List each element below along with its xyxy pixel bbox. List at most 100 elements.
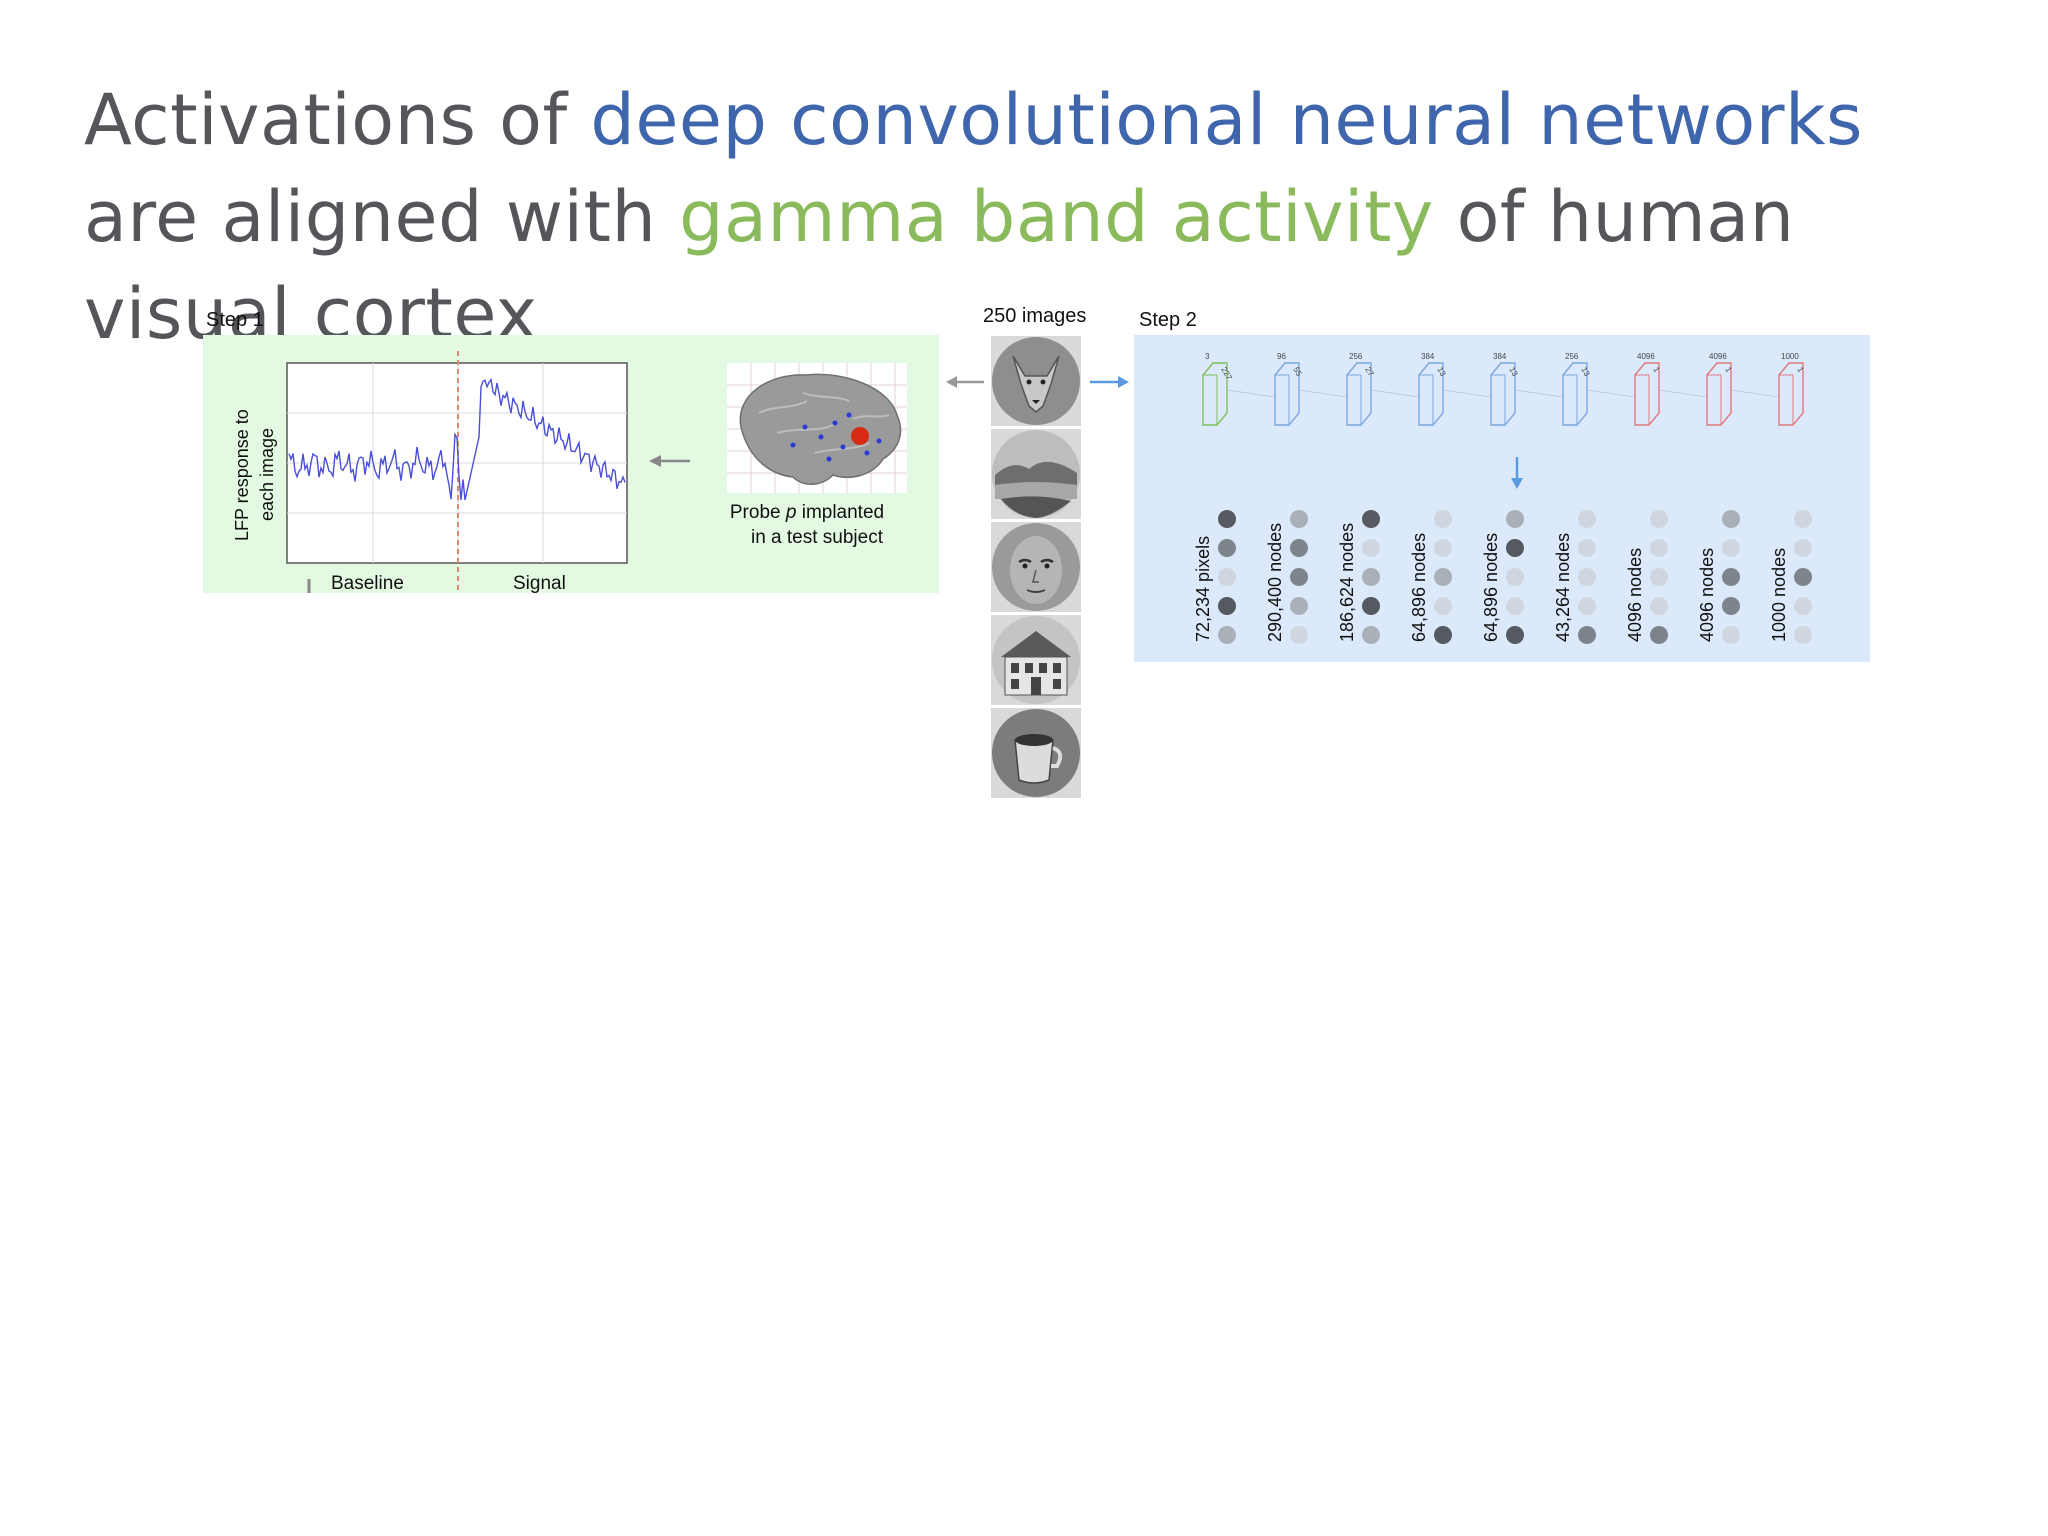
landscape-image [991, 429, 1081, 519]
ylabel-line2: each image [257, 428, 277, 521]
cup-image [991, 708, 1081, 798]
activation-node [1434, 510, 1452, 528]
activation-node [1506, 539, 1524, 557]
stimulus-image-column [991, 336, 1081, 801]
layer-size-label: 1 [1795, 366, 1805, 375]
layer-size-label: 13 [1507, 366, 1520, 379]
activation-node [1506, 597, 1524, 615]
activation-node [1578, 626, 1596, 644]
title-highlight-cnn: deep convolutional neural networks [590, 79, 1863, 161]
activation-node [1434, 626, 1452, 644]
layer-node-count-label: 4096 nodes [1625, 548, 1645, 642]
step1-diagram: LFP response to each image Baseline Sign… [232, 351, 907, 594]
title-part2: are aligned with [84, 176, 680, 258]
activation-node [1506, 568, 1524, 586]
step2-label: Step 2 [1139, 309, 1197, 331]
layer-size-label: 1 [1651, 366, 1661, 375]
activation-node [1650, 568, 1668, 586]
activation-node [1290, 510, 1308, 528]
activation-node [1218, 510, 1236, 528]
landscape-icon [991, 429, 1081, 519]
title-part1: Activations of [84, 79, 591, 161]
activation-node [1218, 539, 1236, 557]
layer-depth-label: 256 [1565, 352, 1579, 361]
activation-node [1794, 626, 1812, 644]
cnn-activation-nodes [1218, 510, 1812, 644]
arrow-to-brain-icon [946, 376, 984, 388]
cup-icon [991, 708, 1081, 798]
layer-size-label: 13 [1579, 366, 1592, 379]
arrow-to-cnn-icon [1090, 376, 1129, 388]
activation-node [1722, 568, 1740, 586]
activation-node [1794, 568, 1812, 586]
layer-node-count-label: 290,400 nodes [1265, 523, 1285, 642]
step1-label: Step 1 [206, 309, 264, 331]
layer-size-label: 55 [1291, 366, 1304, 379]
cnn-layer-size-labels: 72,234 pixels 290,400 nodes 186,624 nodes 6… [1193, 523, 1789, 642]
wolf-icon [991, 336, 1081, 426]
layer-depth-label: 3 [1205, 352, 1210, 361]
activation-node [1794, 510, 1812, 528]
layer-depth-label: 1000 [1781, 352, 1799, 361]
layer-size-label: 27 [1363, 366, 1376, 379]
arrow-down-icon [1511, 457, 1523, 489]
activation-node [1290, 568, 1308, 586]
layer-depth-label: 4096 [1709, 352, 1727, 361]
activation-node [1218, 597, 1236, 615]
activation-node [1722, 539, 1740, 557]
activation-node [1794, 539, 1812, 557]
cnn-layer-block: 3 227 [1202, 352, 1276, 426]
images-label: 250 images [983, 305, 1087, 327]
activation-node [1434, 597, 1452, 615]
activation-node [1434, 568, 1452, 586]
activation-node [1218, 626, 1236, 644]
activation-node [1362, 510, 1380, 528]
activation-node [1578, 539, 1596, 557]
layer-depth-label: 384 [1493, 352, 1507, 361]
activation-node [1290, 597, 1308, 615]
ylabel-line1: LFP response to [232, 409, 252, 541]
layer-node-count-label: 43,264 nodes [1553, 533, 1573, 642]
activation-node [1794, 597, 1812, 615]
activation-node [1650, 626, 1668, 644]
cnn-layer-blocks: 3227965525627384133841325613409614096110… [1202, 352, 1806, 426]
layer-size-label: 227 [1219, 366, 1234, 383]
layer-node-count-label: 72,234 pixels [1193, 536, 1213, 642]
step1-panel: LFP response to each image Baseline Sign… [203, 335, 939, 594]
title-highlight-gamma: gamma band activity [679, 176, 1434, 258]
house-image [991, 615, 1081, 705]
activation-node [1290, 626, 1308, 644]
activation-node [1362, 626, 1380, 644]
activation-node [1362, 568, 1380, 586]
layer-size-label: 1 [1723, 366, 1733, 375]
probe-caption-line2: in a test subject [751, 527, 884, 548]
house-icon [991, 615, 1081, 705]
brain-folds [758, 392, 890, 454]
activation-node [1650, 597, 1668, 615]
activation-node [1650, 510, 1668, 528]
activation-node [1506, 510, 1524, 528]
activation-node [1218, 568, 1236, 586]
face-image [991, 522, 1081, 612]
layer-node-count-label: 64,896 nodes [1481, 533, 1501, 642]
lfp-signal-trace [288, 377, 626, 501]
layer-size-label: 13 [1435, 366, 1448, 379]
layer-node-count-label: 4096 nodes [1697, 548, 1717, 642]
cnn-layer-block: 1000 1 [1778, 352, 1806, 426]
layer-depth-label: 384 [1421, 352, 1435, 361]
title-part3: of human visual cortex [84, 176, 1795, 355]
arrow-left-icon [649, 455, 690, 467]
baseline-label: Baseline [331, 573, 404, 593]
layer-node-count-label: 186,624 nodes [1337, 523, 1357, 642]
slide-title: Activations of deep convolutional neural… [84, 72, 1984, 363]
activation-node [1722, 510, 1740, 528]
activation-node [1506, 626, 1524, 644]
probe-caption-line1: Probe p implanted [730, 502, 884, 523]
cnn-layer-block: 4096 1 [1706, 352, 1780, 426]
